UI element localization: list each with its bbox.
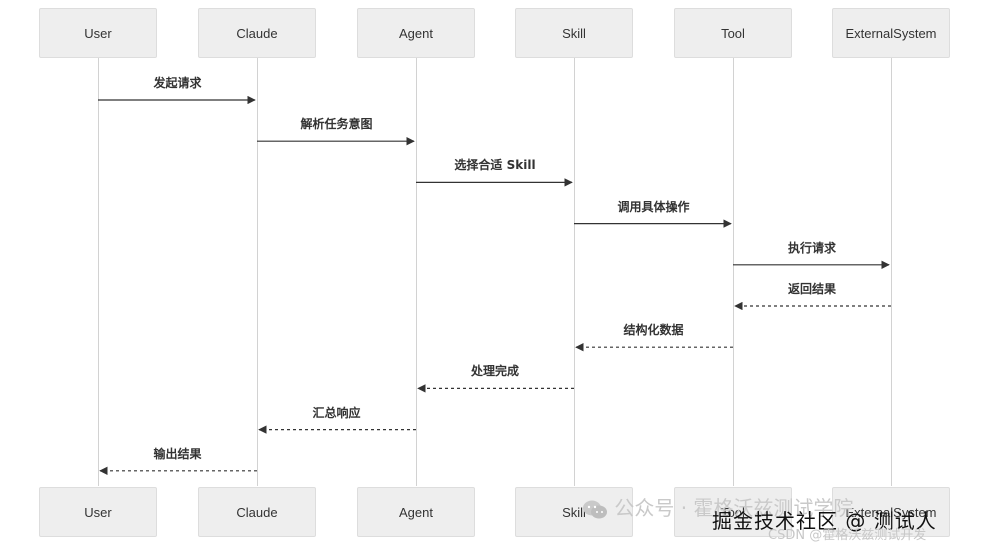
message-label-2: 解析任务意图: [300, 117, 373, 132]
lifeline-user: [98, 58, 99, 486]
juejin-watermark: 掘金技术社区 @ 测试人: [712, 509, 937, 533]
message-label-3: 选择合适 Skill: [454, 158, 536, 173]
lifeline-externalsystem: [891, 58, 892, 486]
actor-user-bottom: User: [39, 487, 157, 537]
message-label-9: 汇总响应: [312, 405, 361, 420]
message-label-7: 结构化数据: [623, 323, 684, 338]
lifeline-agent: [416, 58, 417, 486]
wechat-icon: [583, 500, 607, 518]
actor-externalsystem-top: ExternalSystem: [832, 8, 950, 58]
lifeline-skill: [574, 58, 575, 486]
wechat-watermark: 公众号 · 霍格沃兹测试学院: [582, 492, 853, 521]
message-label-4: 调用具体操作: [617, 199, 690, 214]
actor-tool-bottom: Tool: [674, 487, 792, 537]
actor-claude-bottom: Claude: [198, 487, 316, 537]
message-label-8: 处理完成: [470, 364, 520, 379]
message-label-5: 执行请求: [787, 240, 837, 255]
actor-agent-top: Agent: [357, 8, 475, 58]
actor-claude-top: Claude: [198, 8, 316, 58]
lifeline-claude: [257, 58, 258, 486]
actor-externalsystem-bottom: ExternalSystem: [832, 487, 950, 537]
actor-tool-top: Tool: [674, 8, 792, 58]
actor-skill-bottom: Skill: [515, 487, 633, 537]
lifeline-tool: [733, 58, 734, 486]
message-label-10: 输出结果: [153, 446, 202, 461]
actor-agent-bottom: Agent: [357, 487, 475, 537]
actor-user-top: User: [39, 8, 157, 58]
message-label-1: 发起请求: [153, 76, 202, 90]
actor-skill-top: Skill: [515, 8, 633, 58]
message-label-6: 返回结果: [787, 282, 837, 296]
csdn-watermark: CSDN @霍格沃兹测试开发: [768, 528, 927, 543]
wechat-watermark-text: 公众号 · 霍格沃兹测试学院: [614, 496, 854, 520]
